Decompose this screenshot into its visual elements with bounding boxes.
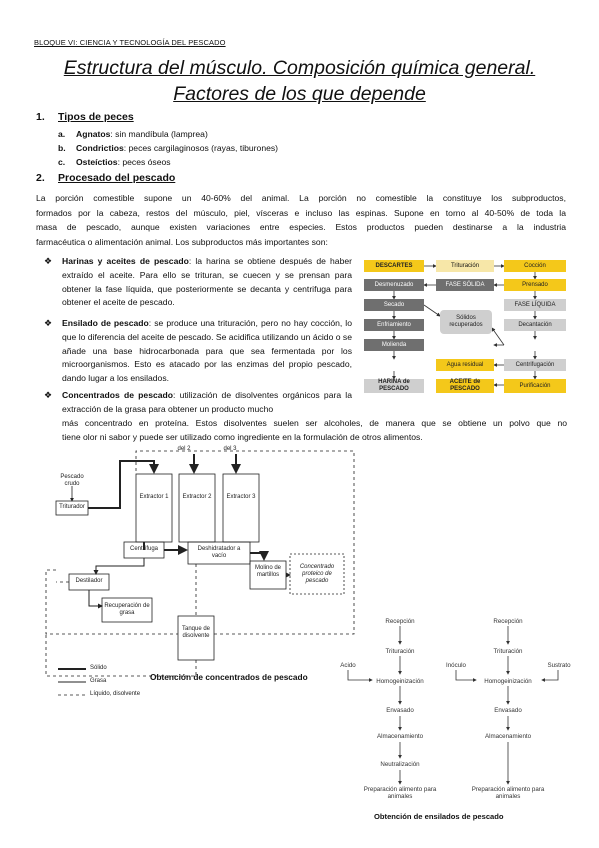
- section-1-heading: 1. Tipos de peces: [36, 111, 134, 123]
- list-term: Agnatos: [76, 129, 111, 139]
- flow-trituracion: Trituración: [436, 260, 494, 272]
- concentrados-diagram: Pescado crudo Triturador Extractor 1 Ext…: [36, 446, 356, 706]
- extractor-2-label: Extractor 2: [182, 494, 212, 500]
- ens-right-step: Homogeinización: [484, 678, 532, 685]
- list-text: : peces óseos: [117, 157, 171, 167]
- paragraph-line: La porción comestible supone un 40-60% d…: [36, 193, 566, 203]
- section-2-label: Procesado del pescado: [58, 172, 176, 184]
- flow-coccion: Cocción: [504, 260, 566, 272]
- list-text: : peces cargilaginosos (rayas, tiburones…: [123, 143, 279, 153]
- flow-decantacion: Decantación: [504, 319, 566, 331]
- flow-secado: Secado: [364, 299, 424, 311]
- flow-centrifugacion: Centrifugación: [504, 359, 566, 371]
- bullet-text: : utilización de disolventes orgánicos p…: [62, 390, 352, 414]
- paragraph-line: masa de pescado, aunque existen variacio…: [36, 222, 566, 232]
- flow-harina-pescado: HARINA de PESCADO: [364, 379, 424, 393]
- list-term: Condrictios: [76, 143, 124, 153]
- document-header: BLOQUE VI: CIENCIA Y TECNOLOGÍA DEL PESC…: [34, 38, 226, 47]
- section-2-number: 2.: [36, 172, 45, 184]
- bullet-term: Concentrados de pescado: [62, 390, 174, 400]
- list-letter: c.: [58, 157, 66, 167]
- section-1-label: Tipos de peces: [58, 111, 134, 123]
- ens-sustrato-label: Sustrato: [547, 662, 571, 669]
- diamond-bullet-icon: ❖: [44, 318, 53, 328]
- flow-agua-residual: Agua residual: [436, 359, 494, 371]
- flow-arrows: [392, 264, 537, 387]
- ens-right-step: Envasado: [494, 707, 522, 714]
- list-term: Osteíctios: [76, 157, 118, 167]
- flow-enfriamiento: Enfriamiento: [364, 319, 424, 331]
- ens-left-step: Homogeinización: [376, 678, 424, 685]
- ensilados-diagram: Recepción Trituración Homogeinización En…: [336, 612, 576, 827]
- ensilados-arrows: [347, 626, 559, 785]
- ens-left-step: Almacenamiento: [376, 733, 424, 740]
- concentrados-lines: [45, 450, 355, 696]
- recuperacion-grasa-label: Recuperación de grasa: [104, 603, 150, 616]
- flow-molienda: Molienda: [364, 339, 424, 351]
- bullet-item: ❖ Concentrados de pescado: utilización d…: [44, 389, 352, 417]
- ens-left-step: Trituración: [385, 648, 415, 655]
- concentrados-caption: Obtención de concentrados de pescado: [150, 672, 308, 682]
- centrifuga-label: Centrífuga: [129, 546, 159, 552]
- flow-fase-liquida: FASE LÍQUIDA: [504, 299, 566, 311]
- bullet-text: : se produce una trituración, pero no ha…: [62, 318, 352, 384]
- continuation-paragraph: más concentrado en proteína. Estos disol…: [62, 417, 567, 445]
- molino-label: Molino de martillos: [254, 565, 281, 578]
- legend-liquido: Líquido, disolvente: [90, 691, 141, 697]
- flow-solidos-recuperados: Sólidos recuperados: [440, 310, 492, 334]
- list-letter: b.: [58, 143, 66, 153]
- flow-descartes: DESCARTES: [364, 260, 424, 272]
- del-2-label: del 2: [177, 446, 191, 452]
- list-item: a. Agnatos: sin mandíbula (lamprea): [58, 129, 208, 139]
- ens-right-step: Trituración: [493, 648, 523, 655]
- flow-desmenuzado: Desmenuzado: [364, 279, 424, 291]
- pescado-crudo-label: Pescado crudo: [60, 474, 84, 487]
- intro-paragraph: La porción comestible supone un 40-60% d…: [36, 191, 566, 249]
- diamond-bullet-icon: ❖: [44, 390, 53, 400]
- ensilados-caption: Obtención de ensilados de pescado: [374, 812, 504, 821]
- flow-fase-solida: FASE SÓLIDA: [436, 279, 494, 291]
- paragraph-line: tiene olor ni sabor y puede ser utilizad…: [62, 431, 423, 442]
- list-letter: a.: [58, 129, 66, 139]
- ens-right-step: Almacenamiento: [484, 733, 532, 740]
- flow-aceite-pescado: ACEITE de PESCADO: [436, 379, 494, 393]
- page-title-line1: Estructura del músculo. Composición quím…: [63, 57, 536, 79]
- ens-left-step: Envasado: [386, 707, 414, 714]
- deshidratador-label: Deshidratador a vacío: [197, 546, 241, 559]
- bullet-text: : la harina se obtiene después de haber …: [62, 256, 352, 308]
- section-2-heading: 2. Procesado del pescado: [36, 172, 175, 184]
- bullet-item: ❖ Harinas y aceites de pescado: la harin…: [44, 255, 352, 310]
- page-title-line2: Factores de los que depende: [173, 83, 426, 105]
- flow-prensado: Prensado: [504, 279, 566, 291]
- del-3-label: del 3: [223, 446, 237, 452]
- paragraph-line: farmacéutica o alimentación animal. Los …: [36, 236, 328, 247]
- legend-grasa: Grasa: [90, 678, 107, 684]
- list-text: : sin mandíbula (lamprea): [110, 129, 208, 139]
- ens-acido-label: Acido: [340, 662, 356, 669]
- flow-purificacion: Purificación: [504, 379, 566, 393]
- ens-inoculo-label: Inóculo: [446, 662, 466, 669]
- concentrado-proteico-label: Concentrado proteico de pescado: [299, 564, 335, 584]
- bullet-term: Harinas y aceites de pescado: [62, 256, 189, 266]
- ens-left-step: Preparación alimento para animales: [363, 786, 437, 800]
- extractor-1-label: Extractor 1: [139, 494, 169, 500]
- extractor-3-label: Extractor 3: [226, 494, 256, 500]
- list-item: c. Osteíctios: peces óseos: [58, 157, 171, 167]
- ens-left-step: Neutralización: [380, 761, 420, 768]
- list-item: b. Condrictios: peces cargilaginosos (ray…: [58, 143, 278, 153]
- section-1-number: 1.: [36, 111, 45, 123]
- bullet-item: ❖ Ensilado de pescado: se produce una tr…: [44, 317, 352, 386]
- ens-right-step: Preparación alimento para animales: [471, 786, 545, 800]
- ens-right-step: Recepción: [493, 618, 523, 625]
- bullet-term: Ensilado de pescado: [62, 318, 149, 328]
- paragraph-line: formados por la cabeza, restos del múscu…: [36, 207, 566, 218]
- destilador-label: Destilador: [75, 578, 103, 584]
- diamond-bullet-icon: ❖: [44, 256, 53, 266]
- tanque-disolvente-label: Tanque de disolvente: [181, 626, 211, 639]
- ens-left-step: Recepción: [385, 618, 415, 625]
- triturador-label: Triturador: [59, 504, 85, 510]
- harina-aceite-flowchart: DESCARTES Trituración Cocción Desmenuzad…: [364, 256, 568, 406]
- legend-solido: Sólido: [90, 665, 107, 671]
- paragraph-line: más concentrado en proteína. Estos disol…: [62, 418, 567, 428]
